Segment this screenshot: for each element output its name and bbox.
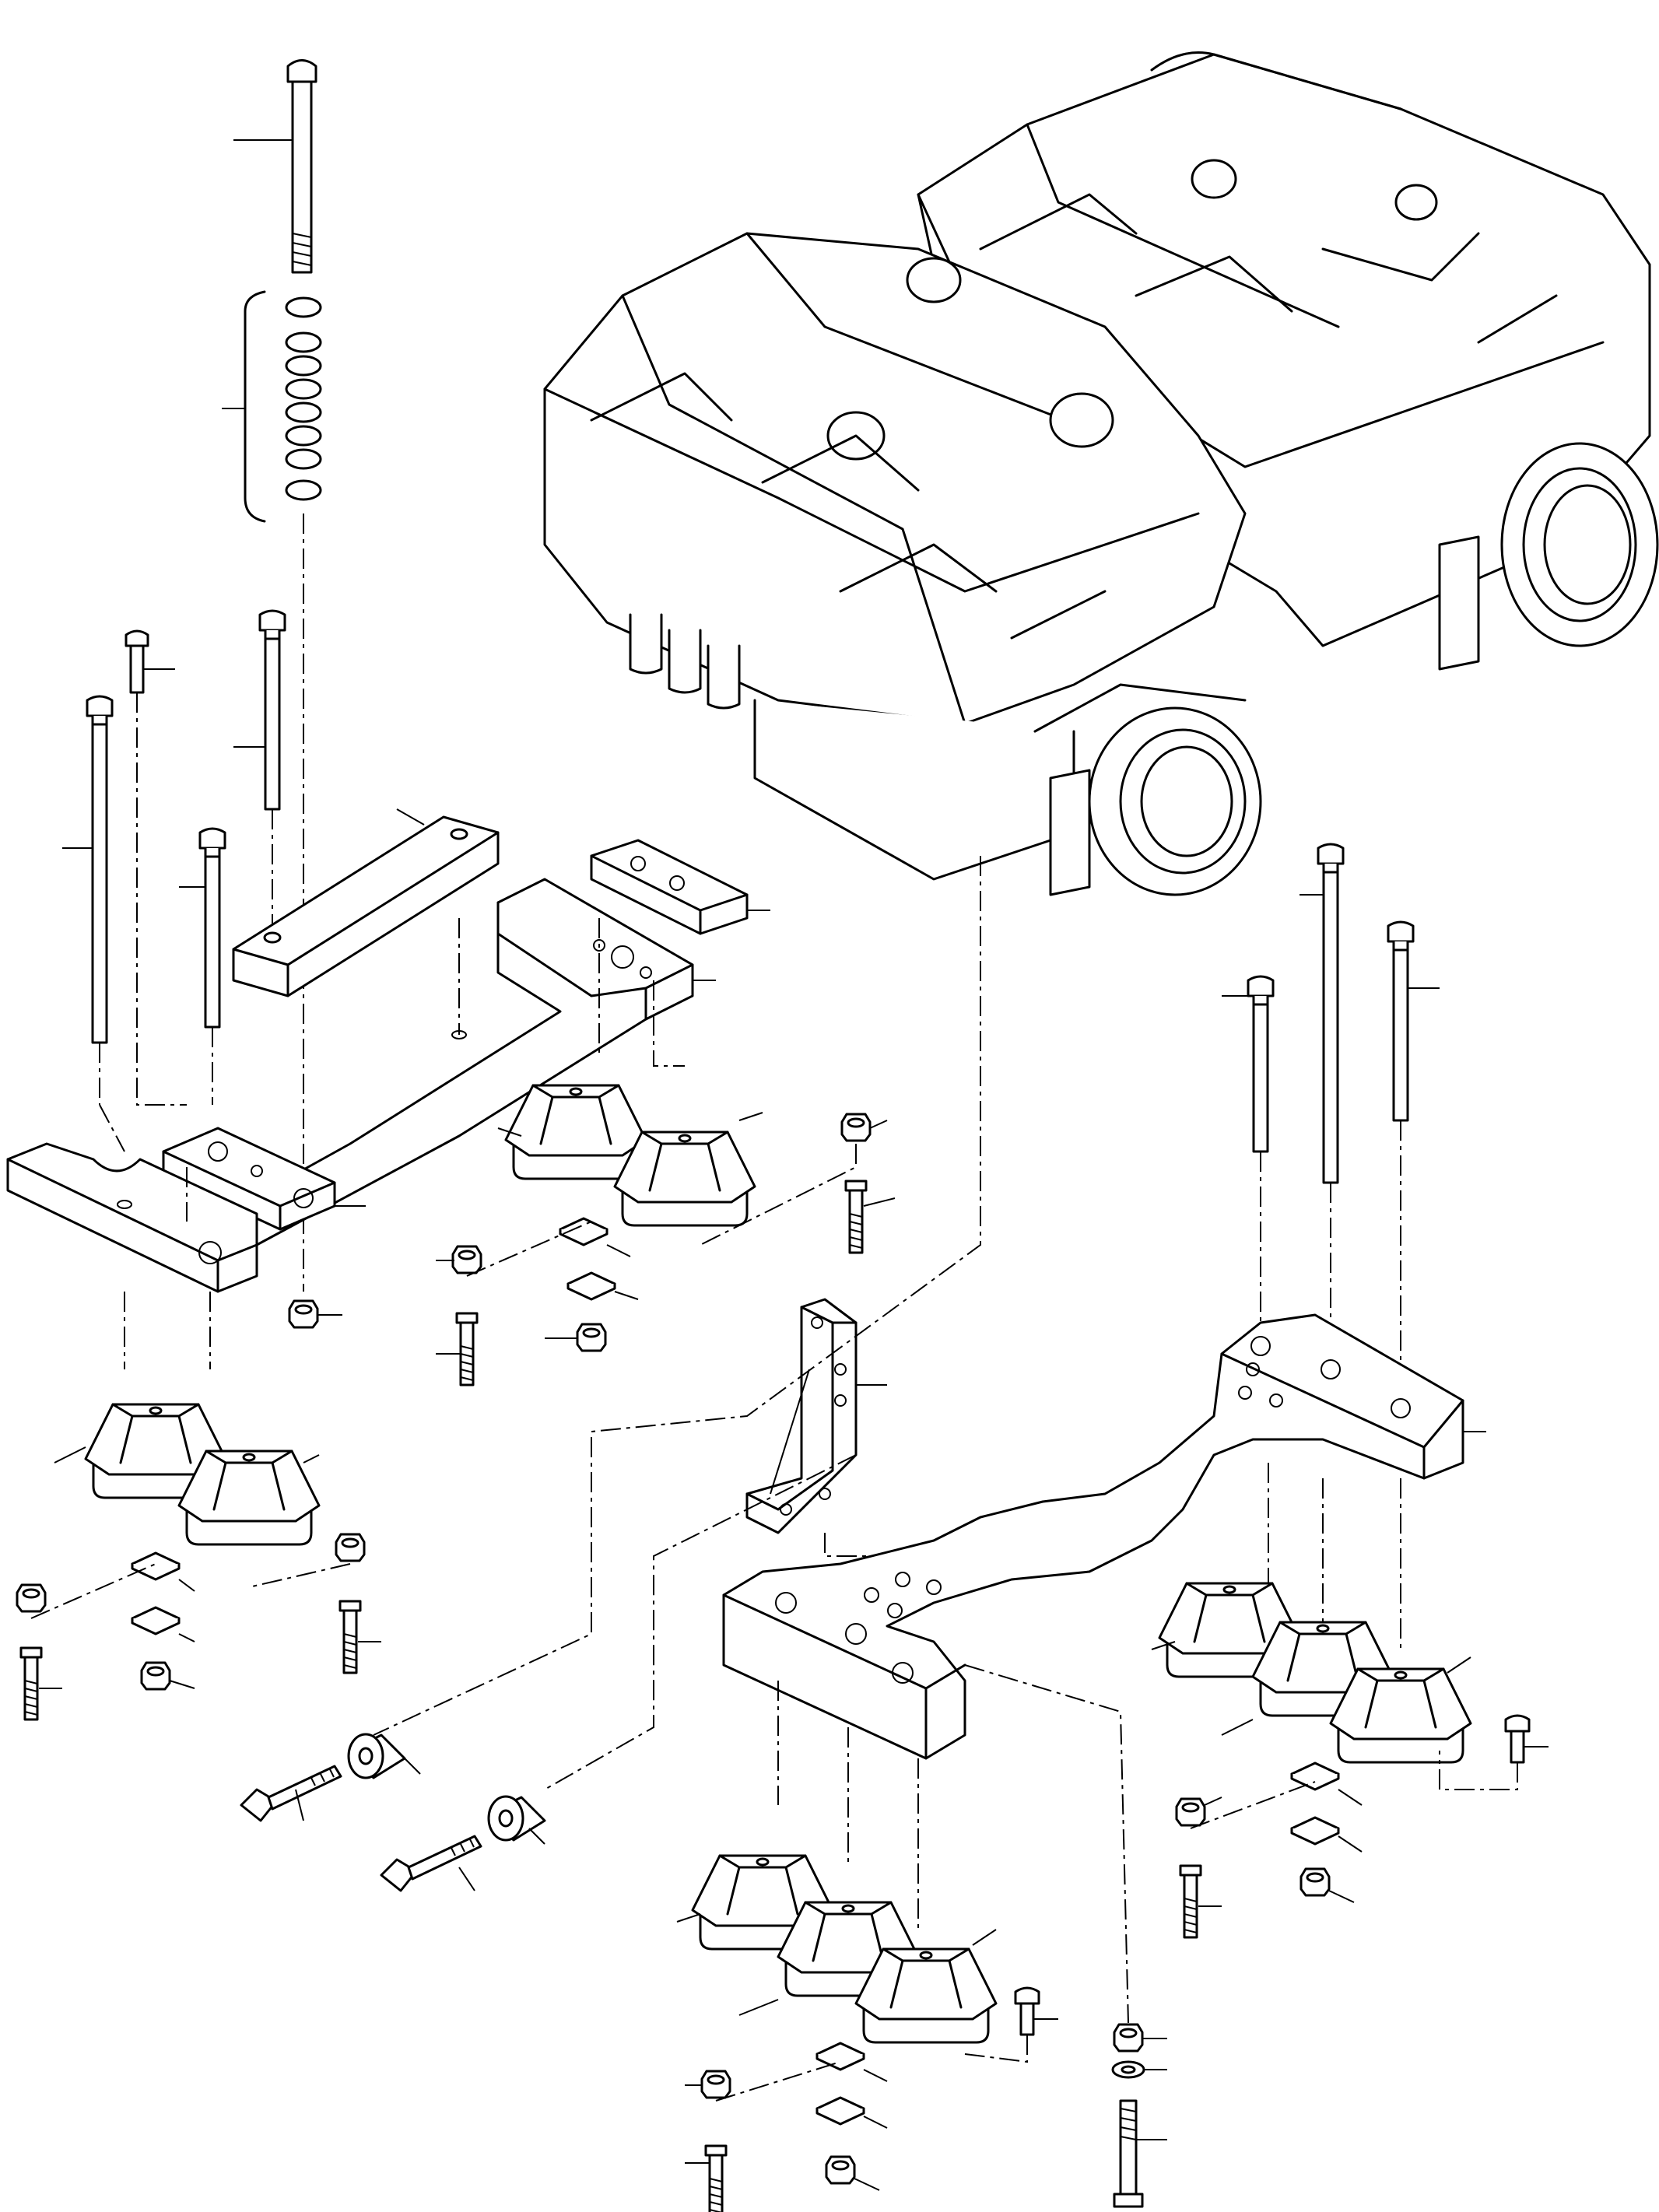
spacer-sleeve xyxy=(487,1795,546,1845)
support-plate xyxy=(1290,1762,1340,1791)
rubber-mount xyxy=(497,1084,763,1227)
rubber-mount xyxy=(676,1854,998,2044)
support-plate xyxy=(815,2042,865,2071)
nut xyxy=(576,1323,607,1352)
nut xyxy=(1113,2023,1144,2052)
support-plate xyxy=(1290,1816,1340,1846)
nut xyxy=(1299,1867,1331,1897)
short-bolt xyxy=(1113,2099,1167,2208)
short-bolt xyxy=(844,1180,868,1254)
support-plate xyxy=(232,808,500,997)
mounting-bracket-left xyxy=(209,878,716,1246)
support-plate xyxy=(590,839,770,935)
nut xyxy=(288,1299,319,1329)
rubber-mount xyxy=(54,1403,321,1546)
nut xyxy=(16,1583,47,1613)
short-bolt xyxy=(1179,1864,1202,1939)
long-bolt xyxy=(233,59,317,274)
long-bolt xyxy=(62,609,286,1044)
washer-stack xyxy=(222,290,322,523)
spacer-sleeve xyxy=(347,1733,421,1779)
long-bolt xyxy=(1222,843,1440,1184)
short-bolt xyxy=(380,1835,482,1892)
nut xyxy=(451,1245,482,1274)
short-bolt xyxy=(19,1646,43,1721)
support-plate xyxy=(566,1271,616,1301)
short-bolt xyxy=(455,1312,479,1386)
engine-assembly xyxy=(543,51,1659,896)
short-bolt xyxy=(338,1600,362,1674)
nut xyxy=(335,1533,366,1562)
mounting-bracket-right xyxy=(722,1313,1486,1760)
support-plate xyxy=(745,1298,887,1534)
short-bolt xyxy=(704,2144,728,2212)
nut xyxy=(825,2155,856,2185)
support-plate xyxy=(815,2096,865,2126)
nut xyxy=(700,2070,731,2099)
support-plate xyxy=(131,1551,181,1581)
mounting-bracket-left xyxy=(6,1142,258,1293)
short-bolt xyxy=(1014,1986,1040,2005)
rubber-mount xyxy=(1151,1582,1472,1764)
support-plate xyxy=(131,1606,181,1635)
nut xyxy=(1175,1797,1206,1827)
nut xyxy=(840,1113,872,1142)
short-bolt xyxy=(240,1765,342,1822)
short-bolt xyxy=(1504,1714,1531,1733)
nut xyxy=(140,1661,171,1691)
